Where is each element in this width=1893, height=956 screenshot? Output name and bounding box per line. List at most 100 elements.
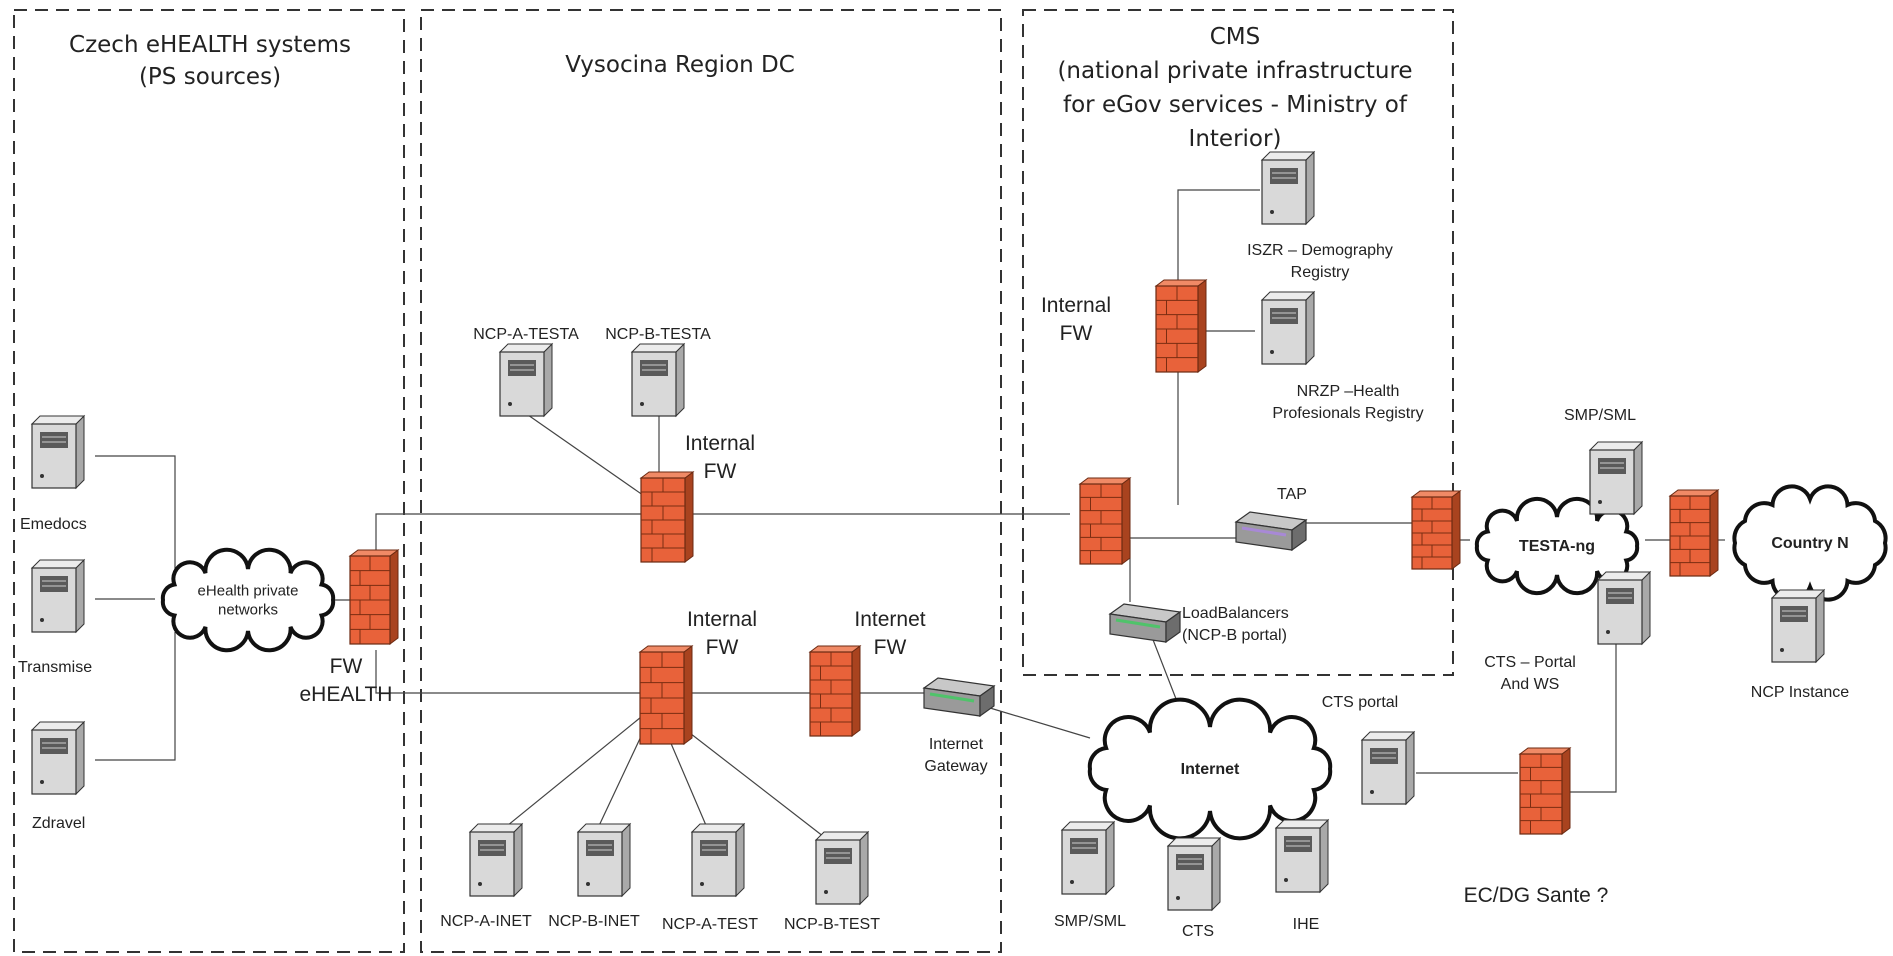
server-smp-sml-bottom-label-line-1: SMP/SML (1054, 913, 1126, 930)
server-ncp-a-testa-label-line-1: NCP-A-TESTA (473, 326, 579, 343)
server-ncp-b-testa-icon (630, 342, 686, 418)
device-loadbalancers-label-line-2: (NCP-B portal) (1182, 627, 1287, 644)
server-ncp-a-inet-icon (468, 822, 524, 898)
firewall-fw-internet-label-line-1: Internet (854, 608, 925, 631)
server-ncp-b-testa-label-line-1: NCP-B-TESTA (605, 326, 711, 343)
server-ncp-a-test-panel (700, 840, 728, 856)
server-zdravel-led (40, 780, 44, 784)
server-zdravel-top (30, 721, 86, 731)
link-ncp-a-testa (527, 414, 651, 501)
link-cms-to-iszr (1177, 189, 1260, 505)
server-ncp-b-test-panel (824, 848, 852, 864)
cloud-ehealth-label-line-1: eHealth private (198, 583, 299, 600)
device-internet-gateway-icon (922, 677, 996, 718)
firewall-fw-testa-edge-top (1410, 490, 1462, 498)
server-iszr-icon (1260, 150, 1316, 226)
server-cts-portal-ws-side (1641, 570, 1651, 646)
firewall-fw-country-icon (1668, 489, 1720, 577)
server-ncp-a-inet: NCP-A-INET (440, 822, 532, 930)
server-nrzp-side (1305, 290, 1315, 366)
firewall-fw-inet-internal-label-line-2: FW (706, 636, 739, 659)
server-iszr-side (1305, 150, 1315, 226)
server-ncp-instance-side (1815, 588, 1825, 664)
firewall-fw-inet-internal-icon (638, 645, 694, 745)
firewall-fw-cms-internal-label-line-1: Internal (1041, 294, 1111, 317)
zone-cms-title-line-3: for eGov services - Ministry of (1063, 92, 1408, 118)
firewall-fw-cms-internal-top (1154, 279, 1208, 287)
link-emedocs (95, 455, 176, 612)
server-smp-sml-bottom-top (1060, 821, 1116, 831)
firewall-fw-cms-internal-icon (1154, 279, 1208, 373)
firewall-fw-ecdg-label-line-1: EC/DG Sante ? (1464, 884, 1609, 907)
cloud-testa: TESTA-ng (1474, 496, 1640, 596)
firewall-fw-internet-side (851, 645, 861, 737)
server-cts-portal: CTS portal (1322, 694, 1416, 806)
server-nrzp-panel (1270, 308, 1298, 324)
link-gateway-internet (989, 707, 1091, 739)
server-ncp-b-test-led (824, 890, 828, 894)
server-ihe-icon (1274, 818, 1330, 894)
zone-cms-title-line-4: Interior) (1189, 126, 1282, 152)
server-cts-portal-label-line-1: CTS portal (1322, 694, 1398, 711)
server-cts-icon (1166, 836, 1222, 912)
link-zdravel (95, 632, 176, 761)
server-cts-portal-ws-label-line-1: CTS – Portal (1484, 654, 1576, 671)
device-internet-gateway-label-line-1: Internet (929, 736, 984, 753)
server-transmise-label-line-1: Transmise (18, 659, 92, 676)
zone-cms-title-line-2: (national private infrastructure (1057, 58, 1412, 84)
firewalls: FWeHEALTHInternalFWInternalFWInternetFWI… (300, 279, 1720, 907)
zone-cms-title-line-1: CMS (1210, 24, 1261, 50)
server-cts-side (1211, 836, 1221, 912)
device-internet-gateway-label-line-2: Gateway (924, 758, 987, 775)
firewall-fw-testa-edge-icon (1410, 490, 1462, 570)
device-loadbalancers-side (1165, 610, 1181, 644)
device-loadbalancers: LoadBalancers(NCP-B portal) (1108, 603, 1289, 644)
firewall-fw-ecdg-icon (1518, 747, 1572, 835)
server-zdravel-side (75, 720, 85, 796)
server-cts-portal-ws-panel (1606, 588, 1634, 604)
device-tap-icon (1234, 511, 1308, 552)
server-ncp-a-inet-label-line-1: NCP-A-INET (440, 913, 532, 930)
server-ncp-a-inet-panel (478, 840, 506, 856)
server-smp-sml-top-label-line-1: SMP/SML (1564, 407, 1636, 424)
device-internet-gateway-status-strip (929, 692, 975, 703)
firewall-fw-cms-entry-side (1121, 477, 1131, 565)
device-tap-label-line-1: TAP (1277, 486, 1307, 503)
server-emedocs: Emedocs (20, 414, 87, 533)
server-emedocs-panel (40, 432, 68, 448)
server-ncp-b-inet-top (576, 823, 632, 833)
device-tap: TAP (1234, 486, 1308, 552)
server-ncp-a-test-label-line-1: NCP-A-TEST (662, 916, 758, 933)
server-ncp-b-test: NCP-B-TEST (784, 830, 880, 933)
zone-czech-title-line-1: Czech eHEALTH systems (69, 32, 351, 58)
firewall-fw-ehealth-top (348, 549, 400, 557)
device-tap-side (1291, 518, 1307, 552)
server-smp-sml-top-led (1598, 500, 1602, 504)
firewall-fw-inet-internal-side (683, 645, 693, 745)
server-nrzp-led (1270, 350, 1274, 354)
server-cts-portal-ws-top (1596, 571, 1652, 581)
server-ncp-a-testa: NCP-A-TESTA (473, 326, 579, 418)
firewall-fw-testa-internal-icon (639, 471, 695, 563)
server-ncp-b-inet-label-line-1: NCP-B-INET (548, 913, 640, 930)
server-smp-sml-bottom-led (1070, 880, 1074, 884)
server-cts: CTS (1166, 836, 1222, 940)
device-loadbalancers-icon (1108, 603, 1182, 644)
connection-lines (95, 189, 1725, 841)
firewall-fw-internet-top (808, 645, 862, 653)
server-ncp-a-testa-icon (498, 342, 554, 418)
server-smp-sml-bottom: SMP/SML (1054, 820, 1126, 930)
server-ncp-a-test-top (690, 823, 746, 833)
server-iszr-label-line-1: ISZR – Demography (1247, 242, 1393, 259)
server-transmise: Transmise (18, 558, 92, 676)
server-ihe-side (1319, 818, 1329, 894)
device-internet-gateway-side (979, 684, 995, 718)
cloud-internet: Internet (1087, 697, 1333, 841)
